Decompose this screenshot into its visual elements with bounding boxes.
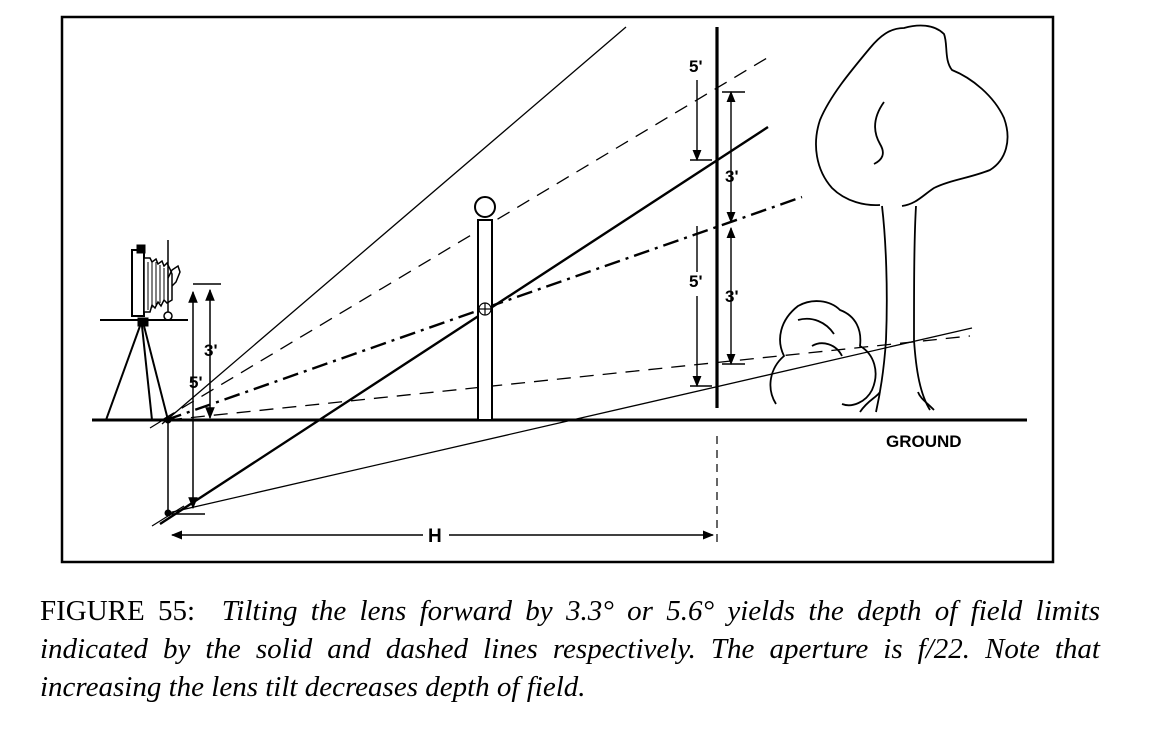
far-dim-3-top: 3' [725,167,739,186]
camera-dimension-lines [167,283,221,515]
lower-limit-ray-dashed [167,335,971,421]
ray-lines [149,26,973,527]
cam-dim-5: 5' [189,373,203,392]
focus-plane-dashdot [165,195,803,422]
depth-of-field-diagram: GROUND 3' 5' [60,15,1055,564]
caption-text: Tilting the lens forward by 3.3° or 5.6°… [40,595,1100,703]
focus-plane-solid [159,125,769,526]
cam-dim-3: 3' [204,341,218,360]
far-dim-5-top: 5' [689,57,703,76]
far-dim-5-mid: 5' [689,272,703,291]
tree [815,24,1009,413]
figure-frame [60,15,1055,564]
far-dim-3-mid: 3' [725,287,739,306]
figure-caption: FIGURE 55: Tilting the lens forward by 3… [40,592,1100,706]
camera-on-tripod [100,240,188,421]
h-label: H [428,526,442,547]
bush [769,300,877,407]
upper-limit-ray-dashed [161,54,773,421]
h-dimension: H [170,526,715,547]
caption-label: FIGURE 55: [40,595,196,627]
upper-limit-ray-solid [161,26,627,425]
far-dimension-lines [690,80,745,388]
lower-limit-ray-solid [167,327,973,514]
ground-label: GROUND [886,432,962,451]
near-subject-pole [474,196,496,421]
